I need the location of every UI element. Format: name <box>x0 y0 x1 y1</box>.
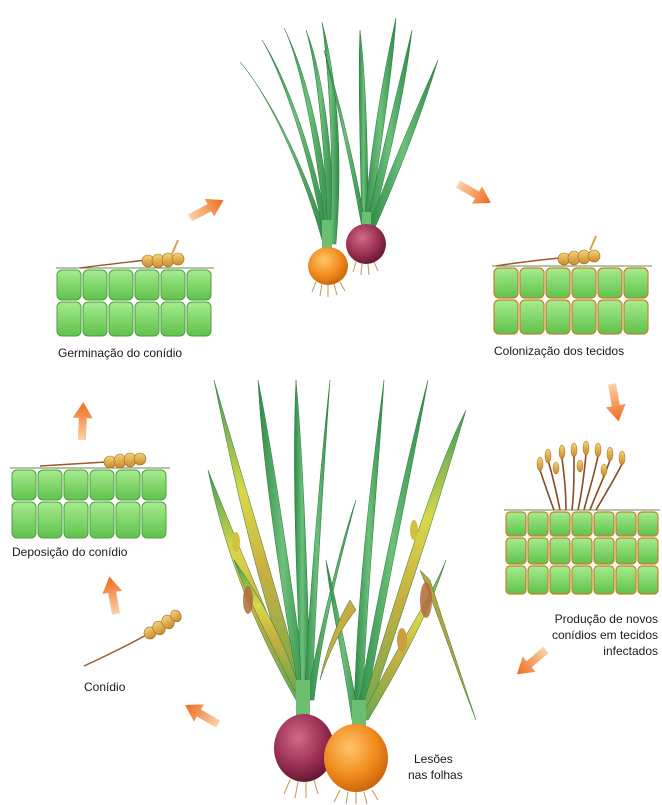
tissue-deposition <box>10 453 170 538</box>
infected-onion-plants-bottom <box>208 380 476 804</box>
arrow-to-top-plants <box>185 191 228 226</box>
label-production-line2: conídios em tecidos <box>552 628 658 643</box>
conidium-spore <box>84 608 183 666</box>
tissue-production <box>504 441 660 594</box>
label-production-line3: infectados <box>603 644 658 659</box>
label-deposition: Deposição do conídio <box>12 545 127 560</box>
label-germination: Germinação do conídio <box>58 346 182 361</box>
tissue-colonization <box>492 236 652 334</box>
arrow-to-lesions <box>510 642 552 682</box>
healthy-onion-plants-top <box>240 18 438 297</box>
label-colonization: Colonização dos tecidos <box>494 344 624 359</box>
label-production-line1: Produção de novos <box>555 612 658 627</box>
label-lesions-line1: Lesões <box>414 752 453 767</box>
arrow-to-germination <box>72 402 93 441</box>
arrow-to-colonization <box>453 175 496 211</box>
arrow-to-production <box>602 382 628 423</box>
arrow-to-deposition <box>100 575 126 616</box>
label-lesions-line2: nas folhas <box>408 768 463 783</box>
arrow-to-conidium <box>180 696 223 732</box>
label-conidium: Conídio <box>84 680 125 695</box>
tissue-germination <box>56 240 214 336</box>
